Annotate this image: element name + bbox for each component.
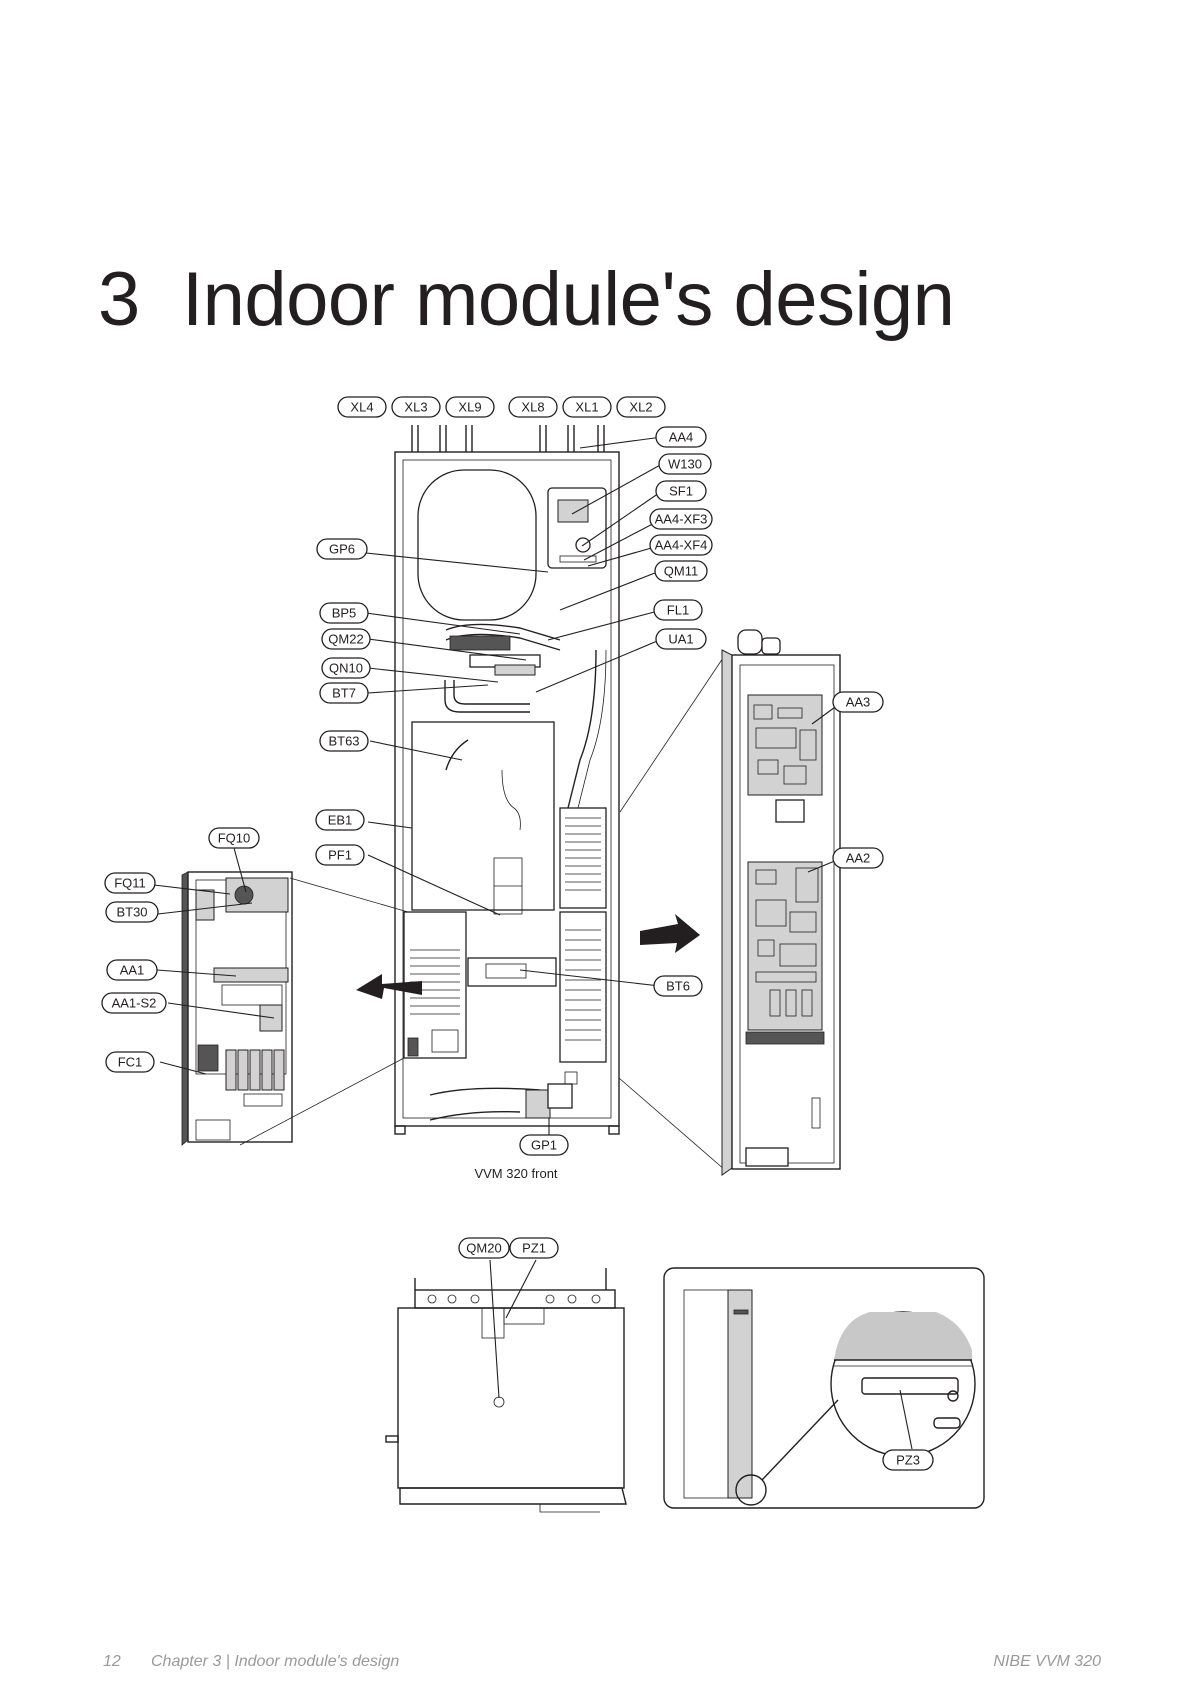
callout-bt30: BT30: [106, 902, 158, 922]
callout-text: XL9: [458, 400, 481, 415]
callout-text: EB1: [328, 813, 353, 828]
callout-aa2: AA2: [833, 848, 883, 868]
callout-text: BT7: [332, 686, 356, 701]
callout-text: FC1: [118, 1055, 143, 1070]
callout-fq11: FQ11: [105, 873, 155, 893]
callout-qn10: QN10: [322, 658, 370, 678]
callout-text: QM20: [466, 1241, 501, 1256]
top-view-drawing: [386, 1268, 626, 1512]
callout-text: AA4-XF4: [655, 538, 708, 553]
callout-text: QM22: [328, 632, 363, 647]
callout-ua1: UA1: [656, 629, 706, 649]
callout-text: FQ10: [218, 831, 251, 846]
callout-fc1: FC1: [106, 1052, 154, 1072]
callout-qm22: QM22: [322, 629, 370, 649]
callout-aa4-xf4: AA4-XF4: [650, 535, 712, 555]
callout-text: BP5: [332, 606, 357, 621]
callout-text: PF1: [328, 848, 352, 863]
callout-bt7: BT7: [320, 683, 368, 703]
callout-text: BT63: [328, 734, 359, 749]
callout-qm20: QM20: [459, 1238, 509, 1258]
callout-gp6: GP6: [317, 539, 367, 559]
callout-aa1-s2: AA1-S2: [102, 993, 166, 1013]
callout-aa1: AA1: [107, 960, 157, 980]
callout-text: BT30: [116, 905, 147, 920]
callout-text: XL2: [629, 400, 652, 415]
callout-text: PZ3: [896, 1453, 920, 1468]
right-electrical-panel: [619, 630, 840, 1175]
callout-text: AA2: [846, 851, 871, 866]
callout-bp5: BP5: [320, 603, 368, 623]
callout-text: W130: [668, 457, 702, 472]
callout-text: XL4: [350, 400, 373, 415]
side-view-drawing: [664, 1268, 984, 1508]
callout-pf1: PF1: [316, 845, 364, 865]
figure-caption: VVM 320 front: [474, 1166, 557, 1181]
callout-xl3: XL3: [392, 397, 440, 417]
main-unit-drawing: [395, 425, 619, 1134]
callout-text: QM11: [664, 564, 698, 579]
callout-sf1: SF1: [656, 481, 706, 501]
callout-xl9: XL9: [446, 397, 494, 417]
chapter-reference: Chapter 3 | Indoor module's design: [151, 1653, 399, 1670]
callout-text: UA1: [668, 632, 693, 647]
callout-text: AA1: [120, 963, 145, 978]
callout-text: AA3: [846, 695, 871, 710]
callout-text: FL1: [667, 603, 689, 618]
callout-text: AA4: [669, 430, 694, 445]
callout-text: AA4-XF3: [655, 512, 708, 527]
callout-text: AA1-S2: [112, 996, 157, 1011]
callout-gp1: GP1: [520, 1135, 568, 1155]
callout-text: SF1: [669, 484, 693, 499]
callout-pz3: PZ3: [883, 1450, 933, 1470]
callout-text: GP6: [329, 542, 355, 557]
callout-text: XL1: [575, 400, 598, 415]
callout-xl2: XL2: [617, 397, 665, 417]
page-number: 12: [103, 1653, 151, 1671]
left-electrical-panel: [182, 872, 408, 1145]
callout-text: QN10: [329, 661, 363, 676]
callout-text: XL8: [521, 400, 544, 415]
arrow-right-icon: [640, 914, 700, 953]
callout-fq10: FQ10: [209, 828, 259, 848]
callout-bt63: BT63: [320, 731, 368, 751]
callout-qm11: QM11: [655, 561, 707, 581]
callout-fl1: FL1: [654, 600, 702, 620]
footer-product: NIBE VVM 320: [993, 1653, 1101, 1671]
callout-text: XL3: [404, 400, 427, 415]
callout-bt6: BT6: [654, 976, 702, 996]
callout-w130: W130: [659, 454, 711, 474]
callout-aa4: AA4: [656, 427, 706, 447]
callout-eb1: EB1: [316, 810, 364, 830]
callout-pz1: PZ1: [510, 1238, 558, 1258]
callout-xl1: XL1: [563, 397, 611, 417]
callout-xl4: XL4: [338, 397, 386, 417]
callout-aa3: AA3: [833, 692, 883, 712]
callout-text: FQ11: [114, 876, 146, 891]
callout-text: GP1: [531, 1138, 557, 1153]
callout-text: BT6: [666, 979, 690, 994]
callout-xl8: XL8: [509, 397, 557, 417]
callout-text: PZ1: [522, 1241, 546, 1256]
callout-aa4-xf3: AA4-XF3: [650, 509, 712, 529]
